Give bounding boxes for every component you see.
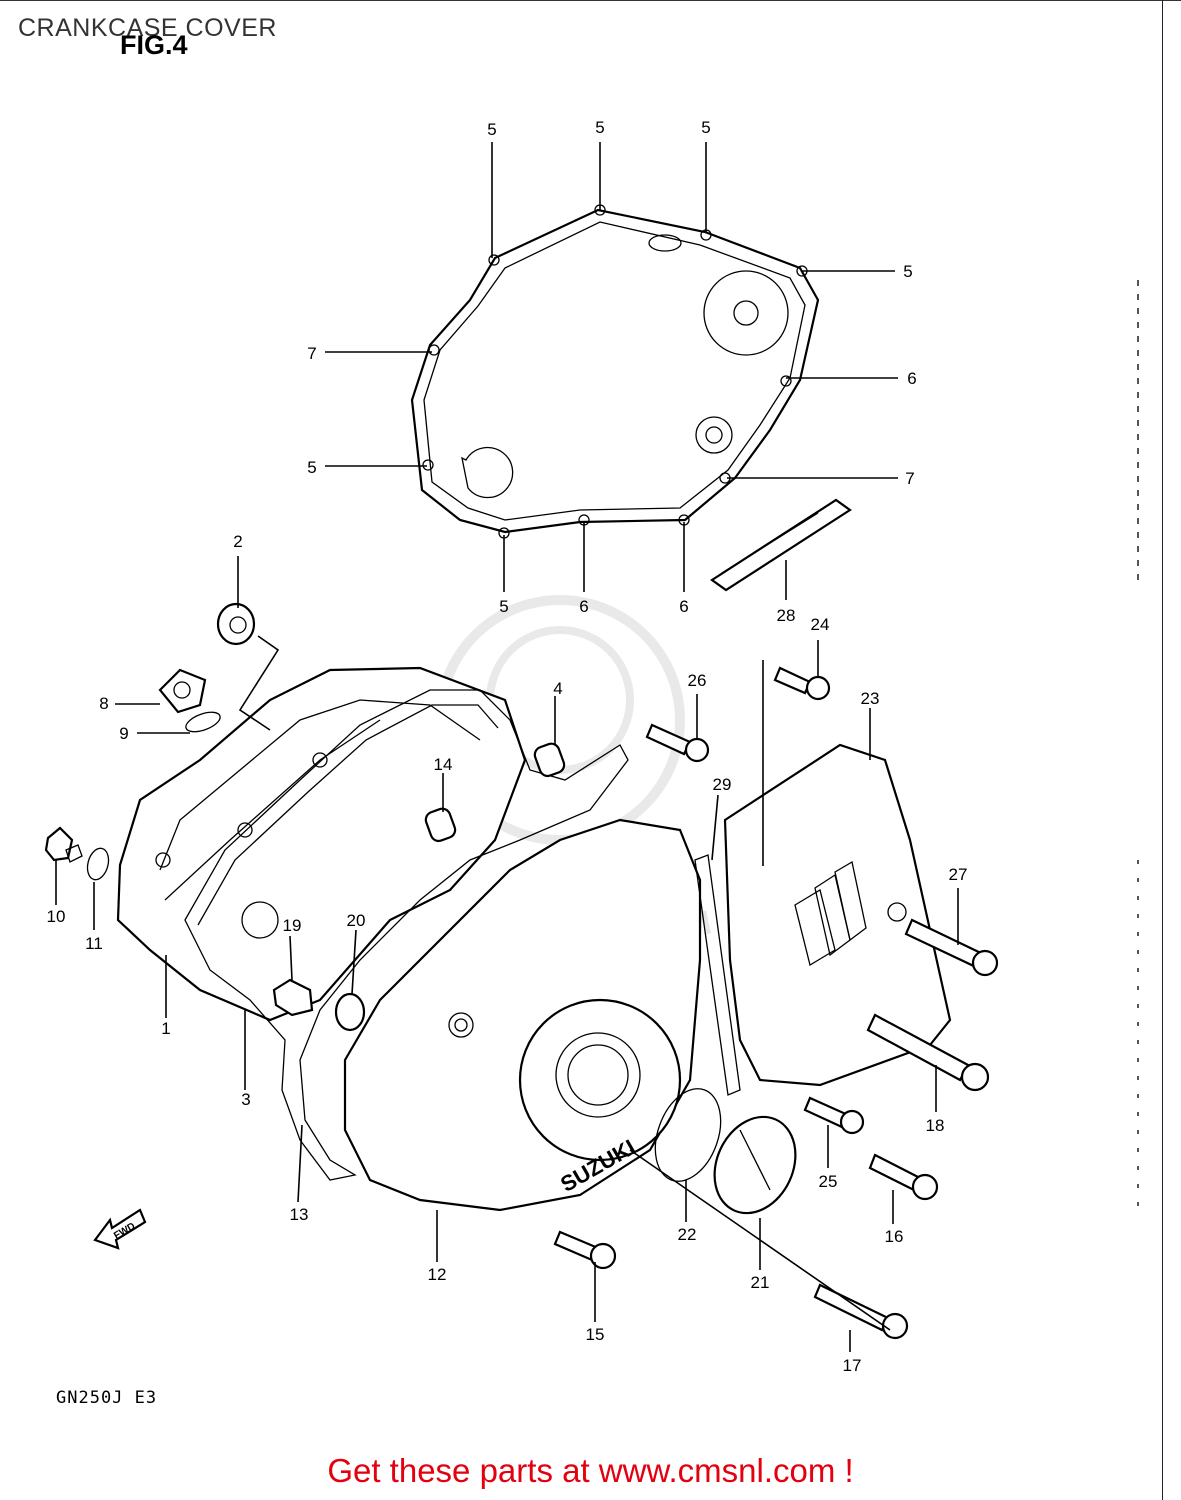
inspection-cap [713, 1115, 797, 1215]
oil-filler-cap [158, 668, 207, 714]
plug-19 [272, 978, 314, 1017]
callout-16: 16 [885, 1227, 904, 1246]
frame-right-border [1162, 0, 1163, 1500]
callout-7: 7 [905, 469, 914, 488]
callout-28: 28 [777, 606, 796, 625]
crankcase-right-cover: SUZUKI [343, 818, 702, 1212]
callout-5: 5 [701, 118, 710, 137]
callout-29: 29 [713, 775, 732, 794]
dowel-pin-4 [533, 742, 566, 778]
callout-11: 11 [85, 934, 103, 953]
footer-promo-link[interactable]: Get these parts at www.cmsnl.com ! [327, 1452, 854, 1489]
callout-15: 15 [586, 1325, 605, 1344]
callout-5: 5 [499, 597, 508, 616]
callout-6: 6 [907, 369, 916, 388]
bolt-25 [803, 1096, 865, 1135]
callout-3: 3 [241, 1090, 250, 1109]
callout-4: 4 [553, 679, 562, 698]
callout-13: 13 [290, 1205, 309, 1224]
model-code: GN250J E3 [56, 1388, 158, 1408]
sprocket-cover [723, 743, 952, 1087]
figure-number: FIG.4 [120, 30, 188, 60]
drain-washer [86, 847, 110, 881]
crankcase-gasket [184, 689, 629, 1181]
callout-17: 17 [843, 1356, 862, 1375]
callout-10: 10 [47, 907, 66, 926]
callout-12: 12 [428, 1265, 447, 1284]
clutch-cover [410, 204, 820, 539]
fwd-label: FWD [112, 1221, 137, 1242]
o-ring [654, 1088, 722, 1182]
callout-5: 5 [903, 262, 912, 281]
callout-8: 8 [99, 694, 108, 713]
callout-22: 22 [678, 1225, 697, 1244]
bolt-18 [866, 1013, 990, 1092]
bolt-26 [645, 723, 710, 763]
callout-21: 21 [751, 1273, 770, 1292]
callout-6: 6 [679, 597, 688, 616]
bolt-16 [868, 1153, 939, 1201]
callout-19: 19 [283, 916, 302, 935]
page-title: CRANKCASE COVER [18, 14, 277, 42]
callout-27: 27 [949, 865, 968, 884]
bolt-27 [904, 918, 999, 977]
callout-26: 26 [688, 671, 707, 690]
callout-23: 23 [861, 689, 880, 708]
oil-seal-20 [334, 992, 366, 1032]
bolt-24 [773, 666, 831, 701]
leader-lines [55, 142, 959, 1352]
bolt-15 [553, 1230, 617, 1270]
oil-level-strap [710, 498, 852, 592]
o-ring-washer-9 [185, 711, 221, 733]
bolt-17 [813, 1283, 909, 1340]
callout-5: 5 [595, 118, 604, 137]
callout-1: 1 [161, 1019, 170, 1038]
callout-7: 7 [307, 344, 316, 363]
callout-18: 18 [926, 1116, 945, 1135]
cover-gasket-strip [694, 854, 741, 1096]
drain-bolt [44, 826, 83, 863]
callout-9: 9 [119, 724, 128, 743]
callout-labels: 5 5 5 5 7 6 5 7 5 6 6 28 2 24 26 23 8 4 … [47, 118, 968, 1375]
callout-5: 5 [307, 458, 316, 477]
crankcase [116, 666, 527, 1022]
callout-2: 2 [233, 532, 242, 551]
callout-24: 24 [811, 615, 830, 634]
plug-2 [216, 602, 256, 646]
frame-top-border [0, 0, 1181, 1]
callout-20: 20 [347, 911, 366, 930]
callout-5: 5 [487, 120, 496, 139]
dowel-pin-14 [424, 807, 457, 843]
callout-6: 6 [579, 597, 588, 616]
callout-25: 25 [819, 1172, 838, 1191]
callout-14: 14 [434, 755, 453, 774]
forward-direction-arrow: FWD [93, 1208, 147, 1250]
